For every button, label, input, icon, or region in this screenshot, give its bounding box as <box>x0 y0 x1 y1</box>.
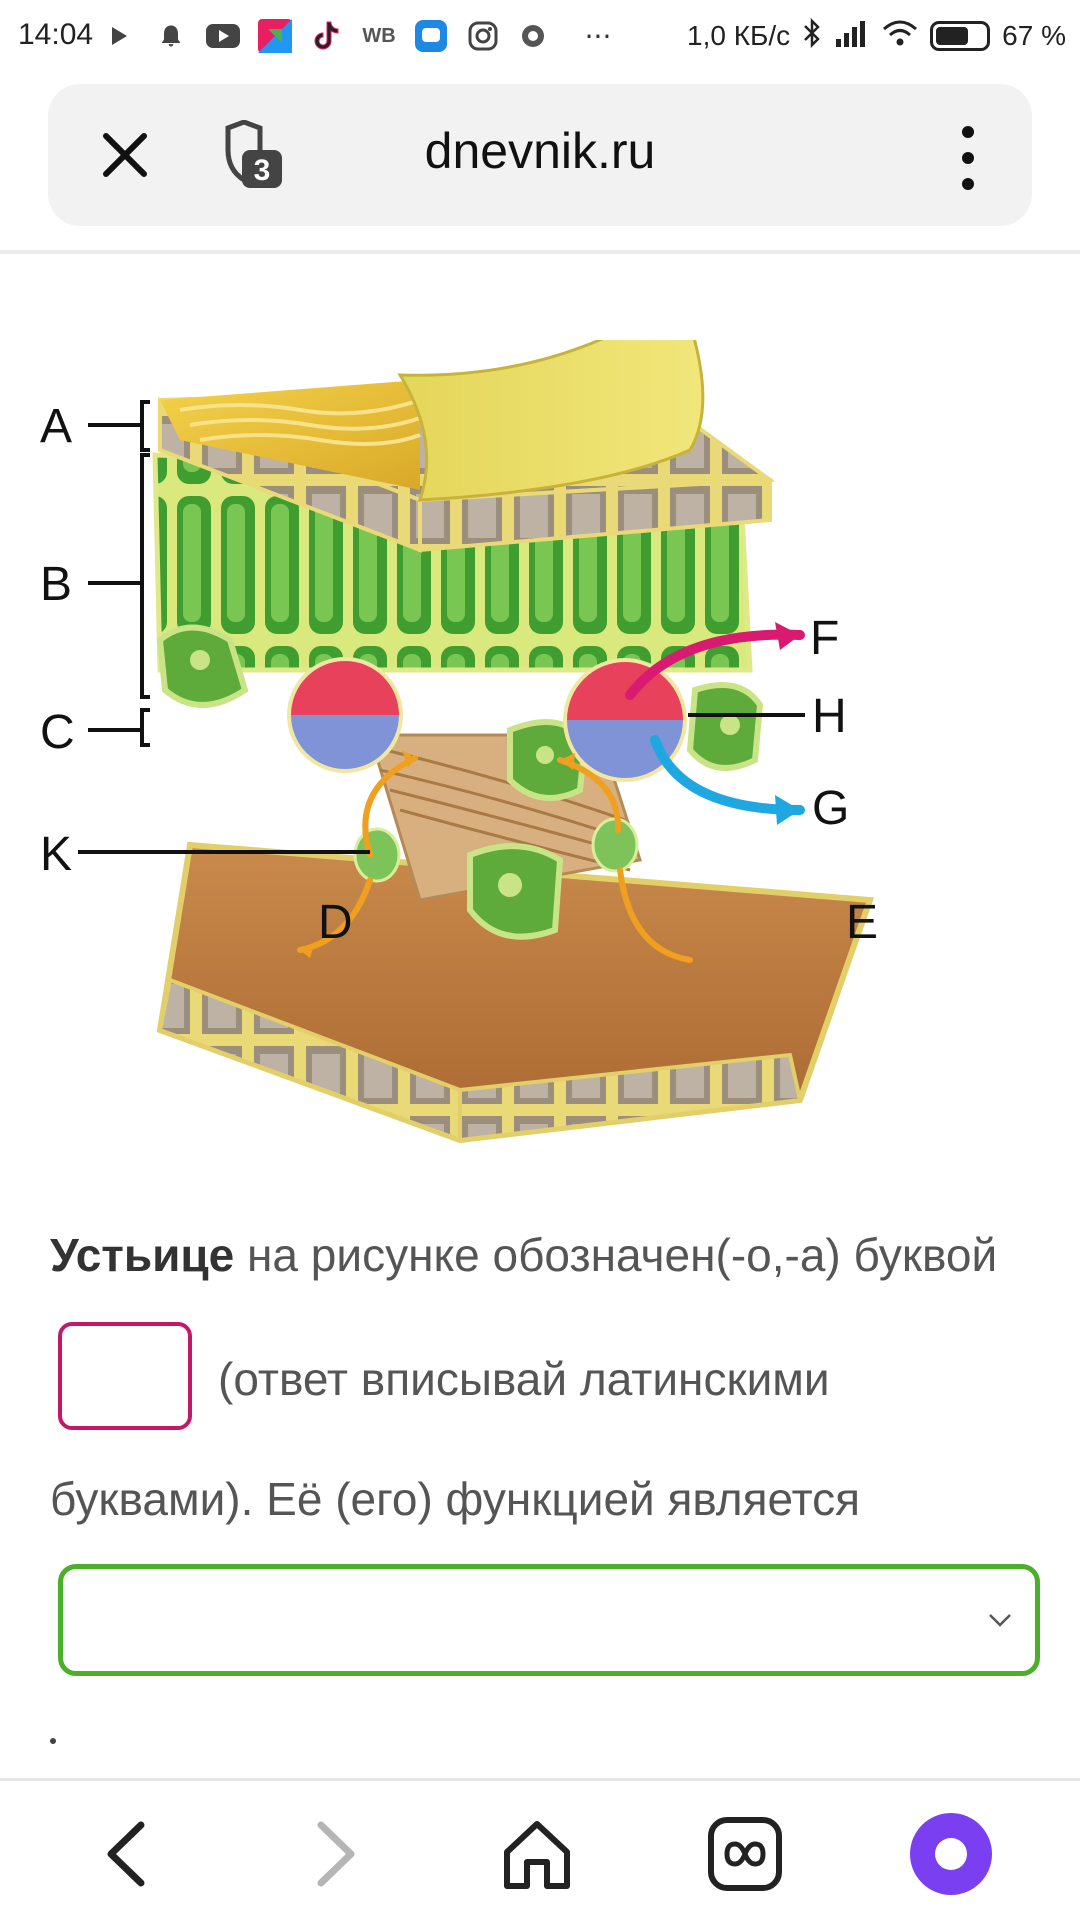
question-text: на рисунке обозначен(-о,-а) буквой <box>234 1229 997 1281</box>
leaf-cross-section-diagram: A B C K D E F H G <box>40 340 1040 1170</box>
more-notifications-icon: ··· <box>568 17 628 55</box>
home-icon[interactable] <box>492 1809 582 1899</box>
camera-icon <box>516 17 554 55</box>
question-keyword: Устьице <box>50 1229 234 1281</box>
question-line-1: Устьице на рисунке обозначен(-о,-а) букв… <box>50 1228 997 1282</box>
tabs-icon[interactable] <box>700 1809 790 1899</box>
wb-icon: WB <box>360 17 398 55</box>
label-c: C <box>40 706 75 759</box>
instagram-icon <box>464 17 502 55</box>
label-h: H <box>812 690 847 743</box>
question-hint: (ответ вписывай латинскими <box>218 1352 830 1406</box>
bell-icon <box>152 17 190 55</box>
battery-icon <box>930 21 990 51</box>
trailing-period <box>50 1738 56 1744</box>
clock: 14:04 <box>18 18 93 52</box>
label-k: K <box>40 828 72 881</box>
wifi-icon <box>882 19 918 54</box>
bottom-navigation <box>0 1778 1080 1923</box>
answer-input[interactable] <box>58 1322 192 1430</box>
status-bar: 14:04 WB ··· 1,0 КБ/с <box>0 0 1080 74</box>
system-indicators: 1,0 КБ/с 67 % <box>687 14 1066 58</box>
label-e: E <box>846 896 878 949</box>
alice-icon[interactable] <box>906 1809 996 1899</box>
chevron-down-icon <box>985 1605 1015 1635</box>
label-f: F <box>810 612 839 665</box>
label-d: D <box>318 896 353 949</box>
label-g: G <box>812 782 849 835</box>
tiktok-icon <box>308 17 346 55</box>
app-icon <box>256 17 294 55</box>
label-b: B <box>40 558 72 611</box>
menu-icon[interactable] <box>956 126 980 190</box>
battery-percent: 67 % <box>1002 20 1066 52</box>
notification-icons: WB ··· <box>100 14 628 58</box>
back-icon[interactable] <box>82 1809 172 1899</box>
bluetooth-icon <box>802 18 822 55</box>
youtube-icon <box>204 17 242 55</box>
network-speed: 1,0 КБ/с <box>687 20 790 52</box>
url-text[interactable]: dnevnik.ru <box>48 122 1032 180</box>
signal-icon <box>834 19 870 54</box>
label-a: A <box>40 400 72 453</box>
question-line-3: буквами). Её (его) функцией является <box>50 1472 860 1526</box>
header-divider <box>0 250 1080 254</box>
function-select[interactable] <box>58 1564 1040 1676</box>
message-icon <box>412 17 450 55</box>
address-bar[interactable]: 3 dnevnik.ru <box>48 84 1032 226</box>
play-icon <box>100 17 138 55</box>
forward-icon[interactable] <box>290 1809 380 1899</box>
